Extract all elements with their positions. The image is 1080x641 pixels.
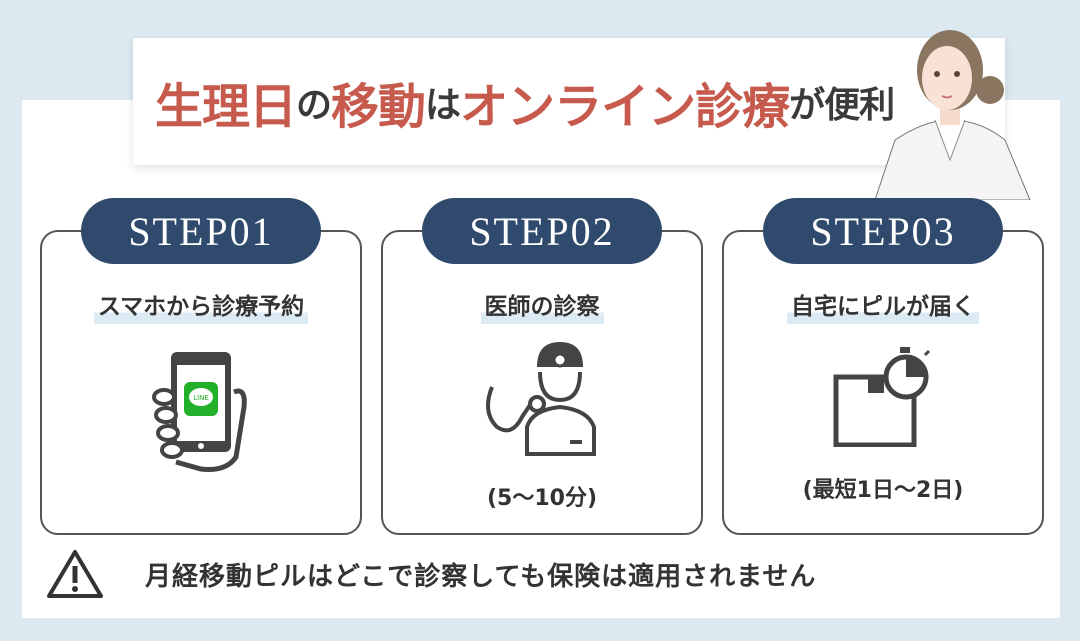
step-title-text: 医師の診察 [480,294,604,324]
step-card-3: STEP03 自宅にピルが届く (最短1日〜2日) [722,198,1044,535]
title-part: が便利 [789,84,895,126]
step-badge: STEP01 [81,198,321,264]
warning-text: 月経移動ピルはどこで診察しても保険は適用されません [145,561,817,592]
step-badge: STEP02 [422,198,662,264]
step-note: (最短1日〜2日) [802,478,964,503]
warning-notice: 月経移動ピルはどこで診察しても保険は適用されません [45,548,816,600]
step-card-1: STEP01 スマホから診療予約 LINE [40,198,362,535]
doctor-icon [486,342,596,456]
step-title-text: スマホから診療予約 [93,294,309,324]
warning-icon [47,550,103,598]
smartphone-line-icon: LINE [152,352,247,472]
line-logo-text: LINE [193,394,209,402]
step-badge: STEP03 [763,198,1003,264]
package-timer-icon [833,347,931,447]
title-part: は [425,84,461,126]
page-title: 生理日の移動はオンライン診療が便利 [133,38,1005,165]
step-title-text: 自宅にピルが届く [787,294,979,324]
title-part: 移動 [331,78,426,135]
step-title: 自宅にピルが届く [724,287,1042,324]
doctor-woman-illustration [874,30,1031,200]
title-part: 生理日 [155,78,297,135]
title-part: の [296,84,332,126]
title-part: オンライン診療 [460,78,790,135]
step-card-2: STEP02 医師の診察 (5〜10分) [381,198,703,535]
step-title: 医師の診察 [383,287,701,324]
step-note: (5〜10分) [486,486,598,511]
step-title: スマホから診療予約 [42,287,360,324]
